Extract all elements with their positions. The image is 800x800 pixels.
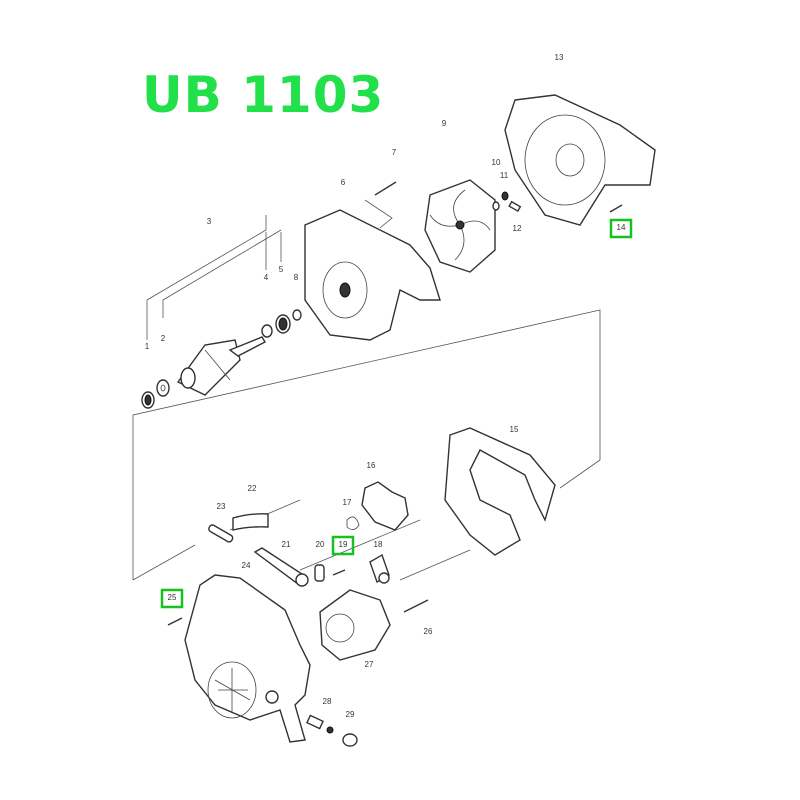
part-tube-21 bbox=[253, 547, 309, 587]
part-number-11: 11 bbox=[500, 171, 509, 180]
part-nut-11 bbox=[501, 191, 509, 201]
highlight-box bbox=[609, 218, 633, 239]
part-screw-7 bbox=[374, 181, 397, 196]
part-screw-14 bbox=[609, 204, 623, 213]
part-armature-3 bbox=[176, 336, 266, 396]
part-number-4: 4 bbox=[264, 273, 269, 282]
part-number-20: 20 bbox=[316, 540, 325, 549]
part-bearing-5 bbox=[275, 314, 291, 334]
part-rear-housing-24 bbox=[184, 574, 311, 743]
part-number-29: 29 bbox=[346, 710, 355, 719]
part-brush-holder-28 bbox=[306, 714, 334, 734]
part-field-27 bbox=[319, 589, 391, 661]
part-fan-cover-13 bbox=[504, 94, 656, 226]
part-number-3: 3 bbox=[207, 217, 212, 226]
part-handle-15 bbox=[444, 427, 556, 556]
part-number-27: 27 bbox=[365, 660, 374, 669]
part-sleeve-18 bbox=[369, 553, 390, 584]
part-number-12: 12 bbox=[513, 224, 522, 233]
part-fan-9 bbox=[424, 179, 496, 273]
part-washer-4 bbox=[261, 324, 273, 338]
part-number-2: 2 bbox=[161, 334, 166, 343]
part-key-12 bbox=[508, 200, 522, 213]
part-brush-cap-29 bbox=[342, 733, 358, 747]
part-number-22: 22 bbox=[248, 484, 257, 493]
part-number-10: 10 bbox=[492, 158, 501, 167]
part-washer-8 bbox=[292, 309, 302, 321]
part-number-28: 28 bbox=[323, 697, 332, 706]
part-number-23: 23 bbox=[217, 502, 226, 511]
part-number-26: 26 bbox=[424, 627, 433, 636]
part-number-9: 9 bbox=[442, 119, 447, 128]
part-number-17: 17 bbox=[343, 498, 352, 507]
part-label-22 bbox=[232, 513, 269, 531]
part-fan-housing-6 bbox=[304, 209, 441, 341]
part-number-13: 13 bbox=[555, 53, 564, 62]
part-number-8: 8 bbox=[294, 273, 299, 282]
part-washer-2 bbox=[156, 379, 170, 397]
part-number-18: 18 bbox=[374, 540, 383, 549]
part-number-labels: 1234567891011121314151617181920212223242… bbox=[145, 53, 633, 719]
part-number-1: 1 bbox=[145, 342, 150, 351]
part-number-24: 24 bbox=[242, 561, 251, 570]
highlight-box bbox=[160, 588, 184, 609]
part-washer-10 bbox=[492, 201, 500, 211]
part-number-7: 7 bbox=[392, 148, 397, 157]
part-number-14: 14 bbox=[617, 223, 626, 232]
part-number-16: 16 bbox=[367, 461, 376, 470]
part-number-25: 25 bbox=[168, 593, 177, 602]
part-number-5: 5 bbox=[279, 265, 284, 274]
part-number-21: 21 bbox=[282, 540, 291, 549]
model-title: UB 1103 bbox=[142, 66, 385, 124]
highlight-box bbox=[331, 535, 355, 556]
part-number-19: 19 bbox=[339, 540, 348, 549]
part-pin-23 bbox=[208, 524, 234, 543]
part-spring-17 bbox=[346, 516, 360, 530]
part-number-15: 15 bbox=[510, 425, 519, 434]
part-screw-26 bbox=[403, 599, 429, 613]
part-screw-19 bbox=[332, 569, 346, 576]
part-screw-25 bbox=[167, 617, 183, 626]
part-number-6: 6 bbox=[341, 178, 346, 187]
part-bearing-1 bbox=[141, 391, 155, 409]
part-clamp-20 bbox=[314, 564, 325, 582]
part-switch-16 bbox=[361, 481, 409, 531]
